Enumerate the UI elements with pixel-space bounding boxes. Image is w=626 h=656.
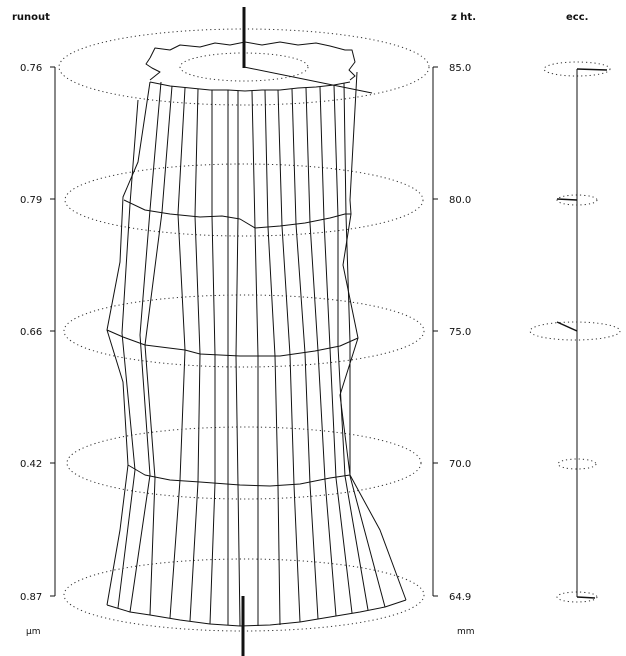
ecc-ring-4 (557, 458, 597, 470)
runout-label-4: 0.42 (20, 459, 42, 470)
band-80 (123, 199, 351, 229)
ecc-vector-2 (556, 198, 578, 201)
level-ring-4 (66, 426, 422, 500)
runout-label-3: 0.66 (20, 327, 42, 338)
ecc-vector-1 (576, 68, 608, 71)
right-silhouette (339, 71, 407, 601)
ecc-vector-5 (576, 596, 596, 599)
ecc-vector-3 (556, 321, 578, 332)
z-height-label-2: 80.0 (449, 195, 471, 206)
top-rim (149, 81, 351, 92)
cylinder-mesh (106, 41, 407, 627)
runout-label-2: 0.79 (20, 195, 42, 206)
inner-ring (179, 52, 309, 82)
runout-header: runout (12, 12, 50, 23)
band-75 (106, 329, 359, 357)
eccentricity-header: ecc. (566, 12, 588, 23)
runout-unit: µm (26, 627, 41, 637)
z-height-label-3: 75.0 (449, 327, 471, 338)
band-70 (127, 464, 351, 487)
eccentricity-column (529, 61, 621, 603)
ecc-ring-3 (529, 321, 621, 341)
z-height-unit: mm (457, 627, 475, 637)
level-ring-2 (64, 163, 424, 237)
runout-axis (50, 66, 56, 597)
bottom-rim (106, 599, 407, 627)
level-ring-3 (63, 294, 425, 368)
z-height-label-1: 85.0 (449, 63, 471, 74)
top-edge (149, 41, 356, 81)
runout-label-5: 0.87 (20, 592, 42, 603)
runout-label-1: 0.76 (20, 63, 42, 74)
left-silhouette (106, 81, 151, 606)
level-rings (58, 28, 430, 632)
z-height-axis (432, 66, 438, 597)
z-height-label-5: 64.9 (449, 592, 471, 603)
z-height-header: z ht. (451, 12, 476, 23)
z-height-label-4: 70.0 (449, 459, 471, 470)
